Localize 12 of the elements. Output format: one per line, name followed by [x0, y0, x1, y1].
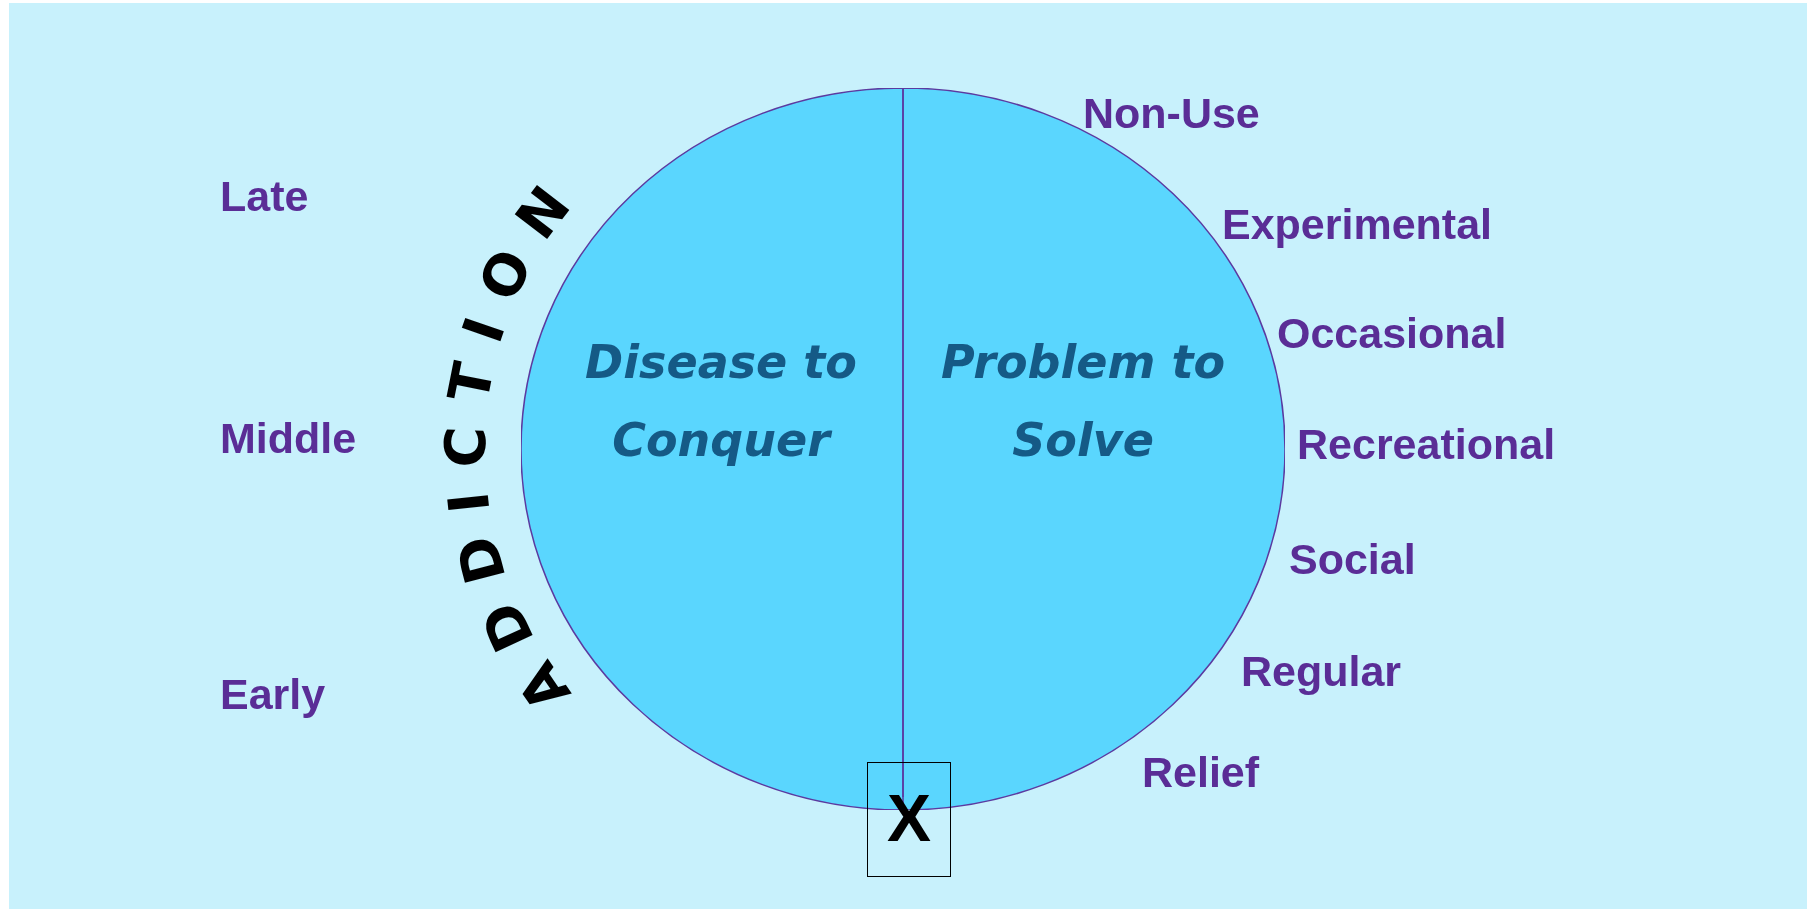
stage-label: Relief: [1142, 748, 1260, 797]
stage-label: Non-Use: [1083, 89, 1260, 138]
stage-label: Early: [220, 670, 326, 719]
stage-label: Social: [1289, 535, 1416, 584]
stage-label: Experimental: [1222, 200, 1493, 249]
stage-label: Middle: [220, 414, 357, 463]
region-label: Problem to Solve: [940, 334, 1226, 469]
stage-label: Regular: [1241, 647, 1402, 696]
stage-label: Late: [220, 172, 309, 221]
stage-label: Recreational: [1297, 420, 1556, 469]
region-label: Disease to Conquer: [584, 334, 858, 469]
stage-label: Occasional: [1277, 309, 1507, 358]
